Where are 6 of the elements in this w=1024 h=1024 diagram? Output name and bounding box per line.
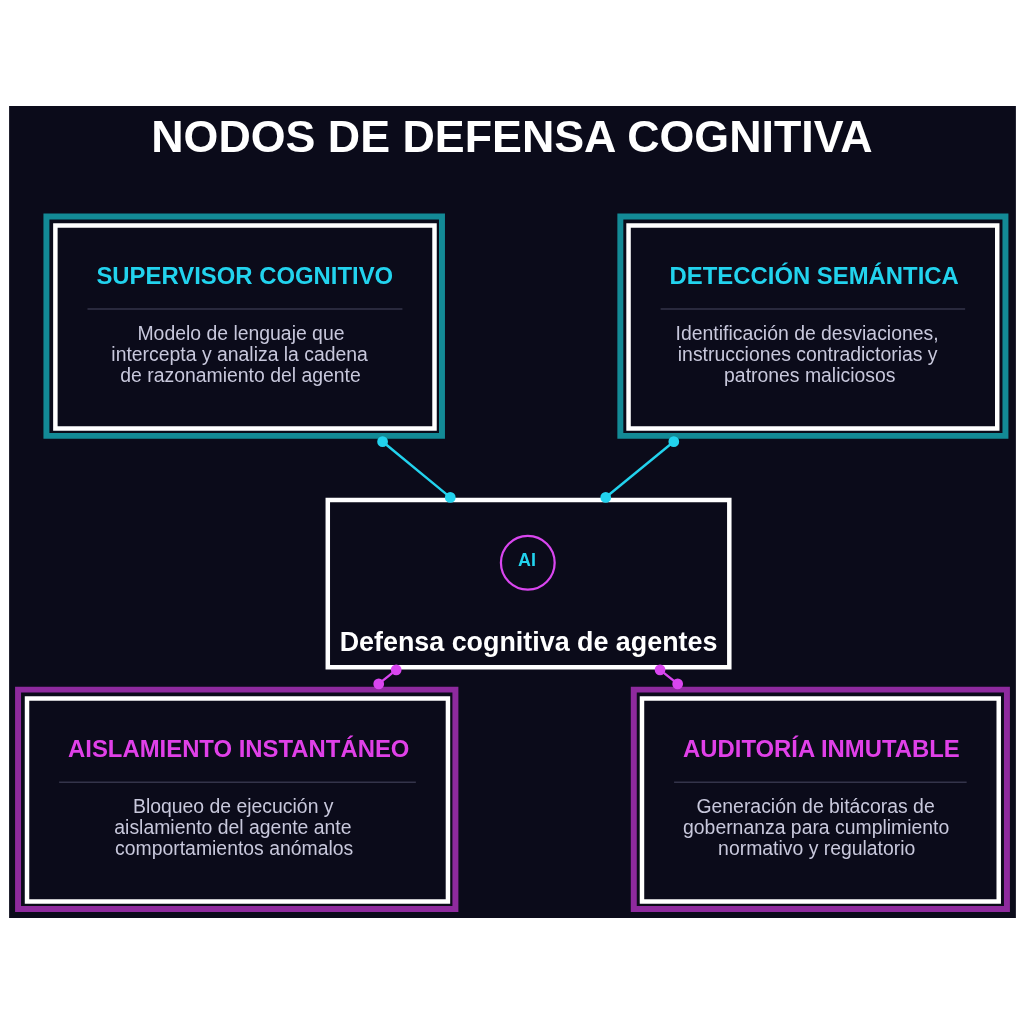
connector <box>654 664 683 690</box>
node-circle: AI <box>499 534 556 591</box>
diagram-title: NODOS DE DEFENSA COGNITIVA <box>150 111 873 162</box>
connector <box>372 664 402 690</box>
connector <box>376 436 456 503</box>
connector <box>599 436 679 503</box>
